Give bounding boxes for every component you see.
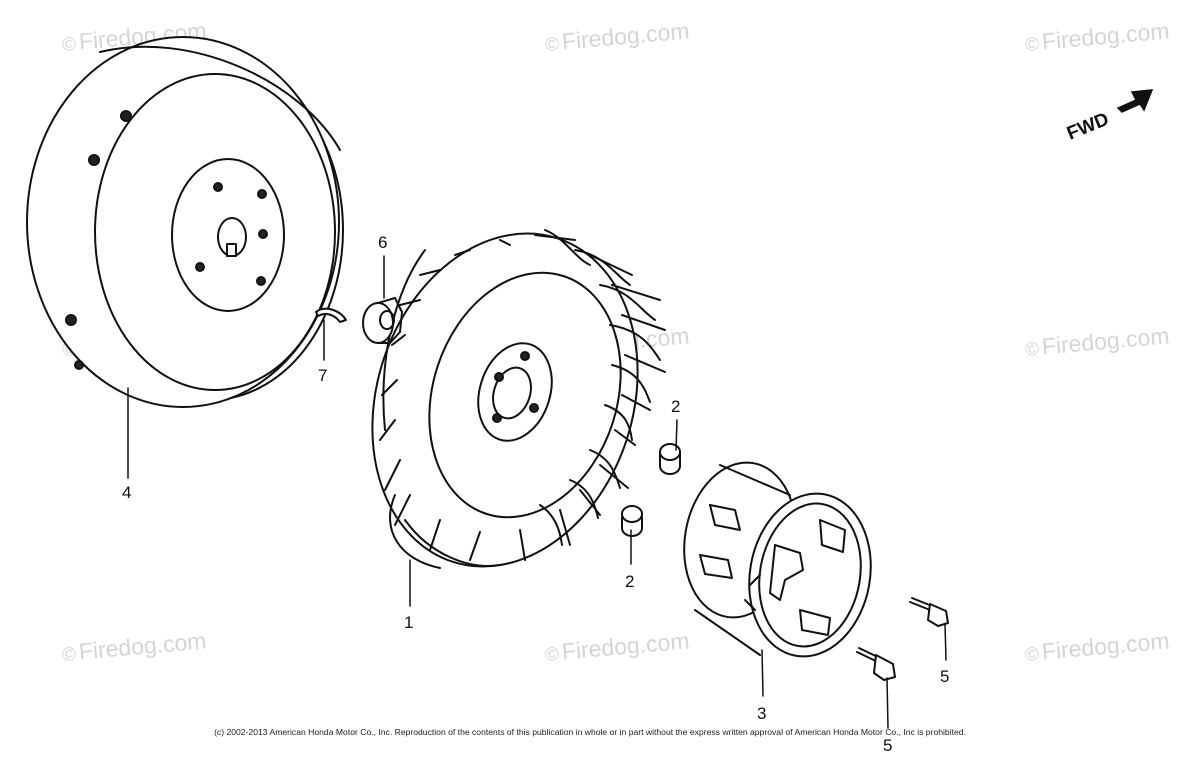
callout-2-lower: 2 (625, 572, 634, 591)
callout-6: 6 (378, 233, 387, 252)
leader-lines (127, 255, 947, 729)
collar-part-2-lower[interactable] (621, 505, 643, 537)
nut-part-6[interactable] (362, 297, 403, 344)
forward-direction-indicator: FWD (1064, 89, 1154, 145)
bolt-part-5-lower[interactable] (856, 647, 896, 681)
callout-4: 4 (122, 483, 131, 502)
copyright-notice: (c) 2002-2013 American Honda Motor Co., … (214, 727, 966, 737)
bolt-part-5-upper[interactable] (909, 597, 949, 627)
callout-7: 7 (318, 366, 327, 385)
flywheel-part-4[interactable] (26, 36, 344, 408)
woodruff-key-part-7[interactable] (315, 307, 347, 323)
callout-1: 1 (404, 613, 413, 632)
callout-3: 3 (757, 704, 766, 723)
callout-2-upper: 2 (671, 397, 680, 416)
starter-pulley-part-3[interactable] (672, 454, 883, 667)
fwd-arrow-icon (1116, 89, 1154, 113)
fwd-label: FWD (1064, 109, 1112, 145)
callout-5-upper: 5 (940, 667, 949, 686)
cooling-fan-part-1[interactable] (331, 199, 680, 601)
callout-5-lower: 5 (883, 736, 892, 755)
collar-part-2-upper[interactable] (659, 443, 681, 475)
